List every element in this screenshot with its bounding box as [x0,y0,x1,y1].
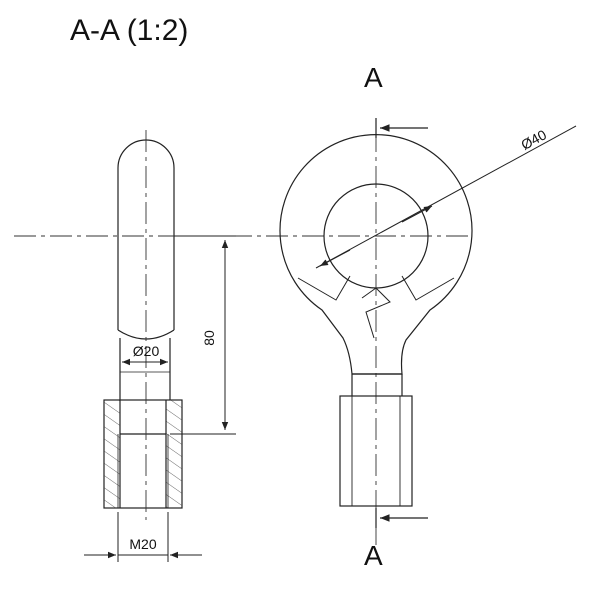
dimension-80 [170,235,236,435]
front-view-weld-left [297,275,351,301]
section-arrow-top [375,118,428,138]
dimension-ring-diameter [315,125,577,269]
section-mark-top: A [364,62,383,93]
section-mark-bottom: A [364,540,383,571]
dimension-rod-diameter-label: Ø20 [133,343,160,359]
view-title: A-A (1:2) [70,14,189,47]
section-arrow-bottom [375,508,428,528]
front-view-ring-outline [279,134,473,375]
front-view-sleeve [339,395,413,507]
dimension-thread-label: M20 [129,536,156,552]
front-view-joint [361,287,391,339]
side-view [103,139,183,509]
center-lines [14,130,470,545]
front-view [279,134,473,507]
side-view-sleeve [103,399,183,509]
front-view-weld-right [401,275,455,301]
dimension-thread [84,512,202,562]
dimension-80-label: 80 [201,330,217,346]
